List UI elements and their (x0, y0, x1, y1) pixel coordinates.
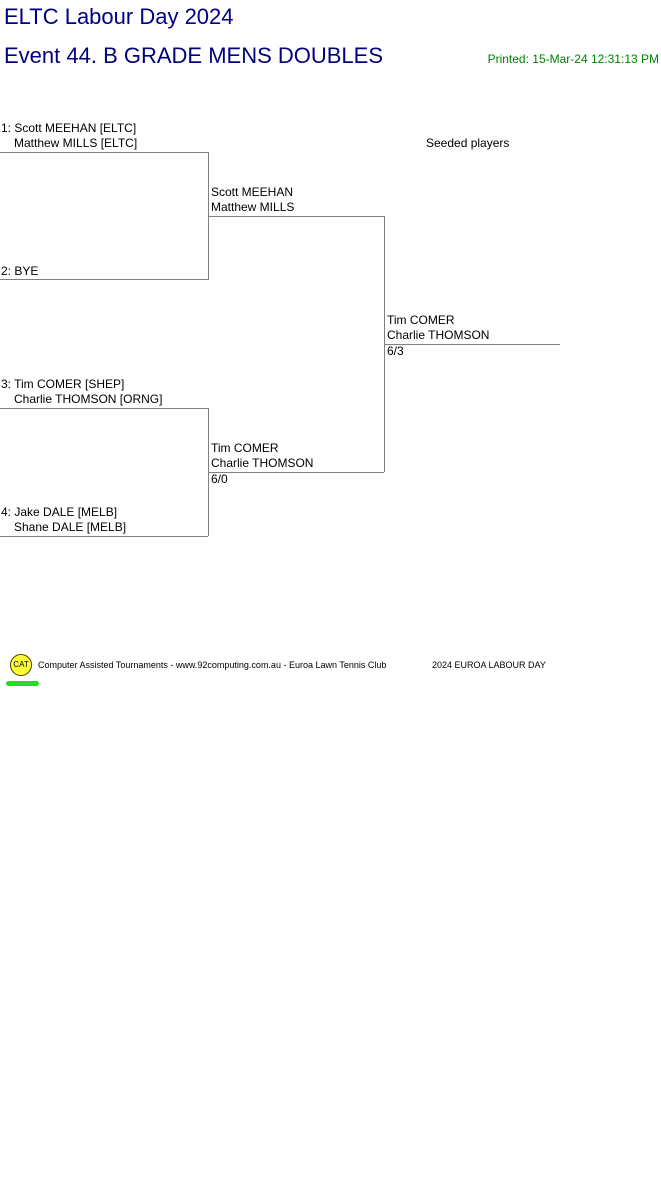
footer-credit: Computer Assisted Tournaments - www.92co… (38, 660, 387, 670)
winner-player-2: Matthew MILLS (211, 200, 295, 214)
bracket-line (384, 344, 560, 345)
draw-entry-4: 4: Jake DALE [MELB] Shane DALE [MELB] (1, 505, 126, 535)
draw-entry-3: 3: Tim COMER [SHEP] Charlie THOMSON [ORN… (1, 377, 162, 407)
logo-underline (6, 681, 39, 686)
cat-logo: CAT (10, 654, 32, 676)
event-title: Event 44. B GRADE MENS DOUBLES (4, 43, 384, 68)
entry-player-1: 4: Jake DALE [MELB] (1, 505, 118, 519)
bracket-line (0, 152, 208, 153)
winner-player-1: Scott MEEHAN (211, 185, 294, 199)
match-score: 6/0 (211, 472, 228, 486)
footer-tournament: 2024 EUROA LABOUR DAY (432, 660, 546, 670)
winner-player-1: Tim COMER (211, 441, 279, 455)
seeded-players-label: Seeded players (426, 136, 510, 150)
final-winner: Tim COMER Charlie THOMSON (387, 313, 489, 343)
winner-player-2: Charlie THOMSON (387, 328, 490, 342)
bracket-line (0, 408, 208, 409)
semifinal-winner-2: Tim COMER Charlie THOMSON (211, 441, 313, 471)
bracket-line (208, 472, 384, 473)
semifinal-winner-1: Scott MEEHAN Matthew MILLS (211, 185, 294, 215)
draw-entry-2: 2: BYE (1, 264, 38, 279)
match-score: 6/3 (387, 344, 404, 358)
bracket-line (208, 216, 384, 217)
bracket-line (0, 536, 208, 537)
winner-player-1: Tim COMER (387, 313, 455, 327)
entry-player-2: Shane DALE [MELB] (14, 520, 127, 534)
printed-timestamp: Printed: 15-Mar-24 12:31:13 PM (487, 52, 659, 66)
entry-player-1: 2: BYE (1, 264, 39, 278)
entry-player-1: 3: Tim COMER [SHEP] (1, 377, 125, 391)
page-title: ELTC Labour Day 2024 (4, 4, 234, 29)
bracket-line (0, 279, 208, 280)
entry-player-2: Charlie THOMSON [ORNG] (14, 392, 163, 406)
entry-player-1: 1: Scott MEEHAN [ELTC] (1, 121, 137, 135)
draw-entry-1: 1: Scott MEEHAN [ELTC] Matthew MILLS [EL… (1, 121, 137, 151)
entry-player-2: Matthew MILLS [ELTC] (14, 136, 138, 150)
winner-player-2: Charlie THOMSON (211, 456, 314, 470)
